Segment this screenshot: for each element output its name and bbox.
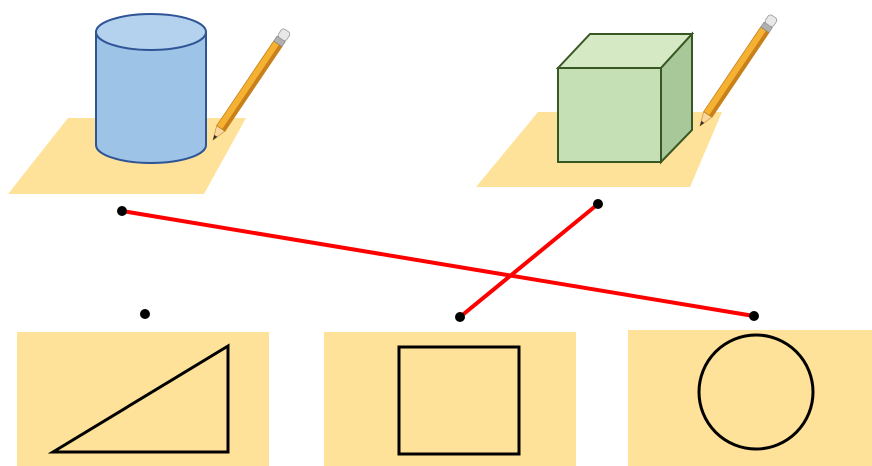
connector-cube-square (458, 202, 600, 319)
cube-figure (476, 14, 778, 187)
dot-cube[interactable] (593, 199, 603, 209)
dot-cylinder[interactable] (117, 206, 127, 216)
dot-square[interactable] (455, 312, 465, 322)
triangle-card (17, 332, 269, 466)
cube-icon (555, 31, 695, 165)
triangle-icon (47, 343, 230, 454)
cylinder-figure (8, 13, 291, 194)
square-icon (397, 345, 521, 456)
square-card (324, 332, 576, 466)
cylinder-icon (95, 13, 207, 164)
connector-cylinder-circle (120, 209, 756, 318)
dot-circle[interactable] (749, 311, 759, 321)
pencil-icon (212, 28, 291, 141)
circle-card (628, 330, 872, 466)
pencil-icon (699, 14, 778, 127)
circle-icon (697, 333, 815, 451)
dot-triangle[interactable] (140, 309, 150, 319)
